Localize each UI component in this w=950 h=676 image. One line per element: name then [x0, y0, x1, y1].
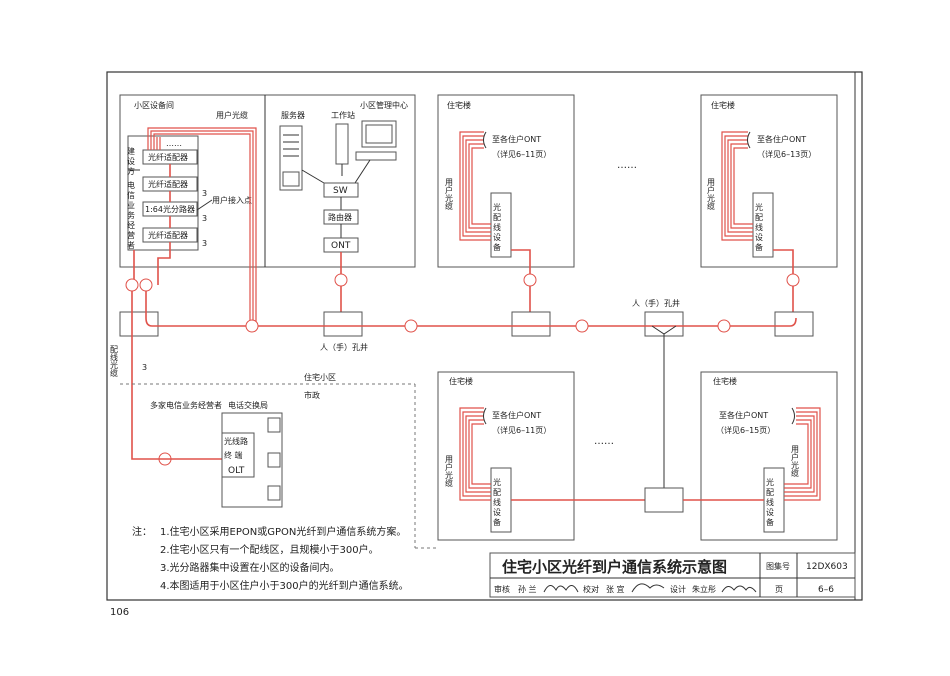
manhole-label-1: 人（手）孔井	[320, 342, 368, 352]
junction-b2	[774, 311, 814, 337]
note-1: 1.住宅小区采用EPON或GPON光纤到户通信系统方案。	[160, 525, 406, 538]
svg-text:住宅楼: 住宅楼	[447, 100, 471, 110]
svg-text:OLT: OLT	[228, 466, 245, 476]
page-number: 106	[110, 607, 129, 618]
ellipsis-top: ……	[617, 160, 637, 171]
municipal-label: 市政	[304, 390, 320, 400]
reviewer-signature	[543, 585, 579, 593]
junction-bottom	[644, 487, 684, 513]
svg-text:页: 页	[775, 585, 783, 594]
note-3: 3.光分路器集中设置在小区的设备间内。	[160, 561, 340, 574]
checker-signature	[631, 583, 665, 593]
operator-label: 电信业务经营者	[127, 180, 136, 251]
designer-signature	[721, 585, 757, 593]
svg-text:ONT: ONT	[331, 241, 351, 251]
drawing-page-number: 6–6	[818, 585, 834, 595]
ellipsis-bottom: ……	[594, 436, 614, 447]
manhole-a	[323, 311, 363, 337]
multi-operator-label: 多家电信业务经营者	[150, 400, 222, 410]
svg-text:校对: 校对	[583, 584, 599, 594]
keyboard-icon	[355, 151, 397, 161]
svg-text:至各住户ONT: 至各住户ONT	[492, 410, 541, 420]
management-center-title: 小区管理中心	[360, 100, 408, 110]
svg-text:（详见6–11页）: （详见6–11页）	[492, 149, 551, 159]
olt-box	[221, 432, 255, 478]
svg-text:审核: 审核	[494, 584, 510, 594]
svg-text:至各住户ONT: 至各住户ONT	[757, 134, 806, 144]
drawing-frame	[106, 71, 863, 601]
svg-text:1:64光分路器: 1:64光分路器	[145, 204, 195, 214]
svg-text:光线路: 光线路	[224, 436, 248, 446]
svg-text:SW: SW	[333, 186, 348, 196]
svg-text:图集号: 图集号	[766, 561, 790, 571]
svg-text:至各住户ONT: 至各住户ONT	[719, 410, 768, 420]
svg-text:（详见6–15页）: （详见6–15页）	[716, 425, 775, 435]
builder-label: 建设方	[127, 146, 136, 177]
svg-text:光纤适配器: 光纤适配器	[148, 152, 188, 162]
svg-text:光配线设备: 光配线设备	[766, 477, 775, 528]
equipment-room-title: 小区设备间	[134, 100, 174, 110]
user-access-point-label: 用户接入点	[212, 195, 252, 205]
server-label: 服务器	[281, 110, 305, 120]
residential-area-label: 住宅小区	[304, 372, 336, 382]
svg-text:用户光缆: 用户光缆	[445, 178, 454, 211]
svg-text:终 端: 终 端	[224, 450, 243, 460]
note-2: 2.住宅小区只有一个配线区，且规模小于300户。	[160, 543, 379, 556]
title-block: 住宅小区光纤到户通信系统示意图 图集号 12DX603 审核 孙 兰 校对 张 …	[489, 552, 856, 598]
svg-text:至各住户ONT: 至各住户ONT	[492, 134, 541, 144]
svg-text:孙 兰: 孙 兰	[518, 584, 537, 594]
svg-text:（详见6–13页）: （详见6–13页）	[757, 149, 816, 159]
svg-text:路由器: 路由器	[328, 212, 352, 222]
svg-text:住宅楼: 住宅楼	[449, 376, 473, 386]
svg-text:住宅楼: 住宅楼	[713, 376, 737, 386]
svg-text:设计: 设计	[670, 584, 686, 594]
manhole-label-2: 人（手）孔井	[632, 298, 680, 308]
svg-text:用户光缆: 用户光缆	[707, 178, 716, 211]
svg-text:张 宜: 张 宜	[606, 584, 625, 594]
svg-text:3: 3	[142, 363, 147, 372]
splice-markers	[125, 273, 800, 466]
distribution-cable-label: 配线光缆	[110, 345, 119, 378]
svg-text:光配线设备: 光配线设备	[493, 477, 502, 528]
svg-text:光纤适配器: 光纤适配器	[148, 179, 188, 189]
svg-text:用户光缆: 用户光缆	[791, 445, 800, 478]
exchange-label: 电话交换局	[228, 400, 268, 410]
svg-text:光配线设备: 光配线设备	[493, 202, 502, 253]
svg-text:朱立彤: 朱立彤	[692, 584, 716, 594]
svg-text:光配线设备: 光配线设备	[755, 202, 764, 253]
svg-text:3: 3	[202, 189, 207, 198]
drawing-title: 住宅小区光纤到户通信系统示意图	[502, 558, 727, 576]
svg-text:（详见6–11页）: （详见6–11页）	[492, 425, 551, 435]
junction-b1	[511, 311, 551, 337]
workstation-label: 工作站	[331, 110, 355, 120]
user-cable-label: 用户光缆	[216, 110, 248, 120]
svg-text:用户光缆: 用户光缆	[445, 455, 454, 488]
svg-text:3: 3	[202, 239, 207, 248]
atlas-number: 12DX603	[806, 562, 848, 572]
manhole-b	[644, 311, 684, 337]
junction-left	[119, 311, 159, 337]
note-4: 4.本图适用于小区住户小于300户的光纤到户通信系统。	[160, 579, 409, 592]
rack-dots: ……	[166, 139, 182, 148]
svg-text:光纤适配器: 光纤适配器	[148, 230, 188, 240]
workstation-icon	[335, 123, 349, 165]
svg-text:住宅楼: 住宅楼	[711, 100, 735, 110]
notes-label: 注：	[132, 525, 152, 538]
svg-text:3: 3	[202, 214, 207, 223]
